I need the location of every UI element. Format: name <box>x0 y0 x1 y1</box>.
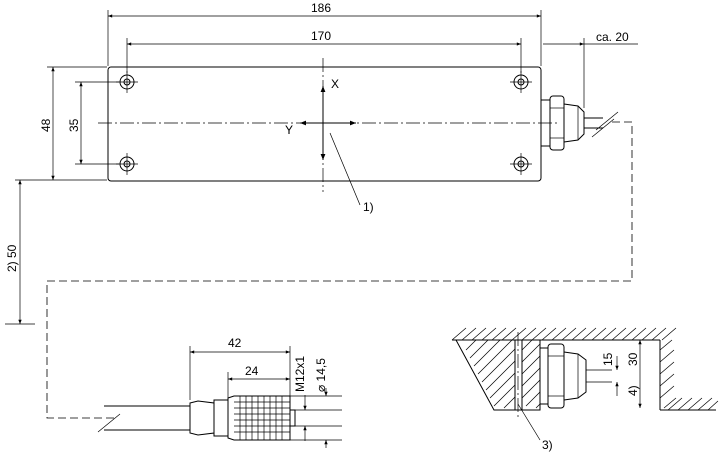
mounting-section-view: 15 30 4) 3) <box>451 327 719 452</box>
dim-170-label: 170 <box>311 29 331 43</box>
cable-path <box>46 121 633 419</box>
dim-ca20-label: ca. 20 <box>596 30 629 44</box>
dim-ca20: ca. 20 <box>543 30 638 108</box>
note1-leader <box>329 132 361 206</box>
mounting-hole-br <box>510 153 532 175</box>
cable-break <box>595 111 619 131</box>
mounting-hole-bl <box>116 153 138 175</box>
dim-48: 48 <box>15 66 107 181</box>
dim-cable-length: 2) 50 <box>5 180 35 325</box>
dim-24-label: 24 <box>245 364 259 378</box>
note3-leader <box>517 403 541 441</box>
thread-label: M12x1 <box>293 356 307 392</box>
dim-30-label: 30 <box>626 352 640 366</box>
mounting-hole-tr <box>510 71 532 93</box>
dim-170: 170 <box>126 29 522 73</box>
mounting-hole-tl <box>116 71 138 93</box>
mount-note-label: 4) <box>626 385 640 396</box>
dim-35-label: 35 <box>67 118 81 132</box>
y-axis-label: Y <box>285 123 293 137</box>
connector-view: 42 24 M12x1 ⌀ 14,5 <box>97 336 342 448</box>
note3-label: 3) <box>542 438 553 452</box>
dim-186: 186 <box>107 1 542 66</box>
note1-label: 1) <box>363 200 374 214</box>
connector-cable-break <box>97 413 121 433</box>
housing-outline <box>107 66 542 182</box>
dim-48-label: 48 <box>39 118 53 132</box>
connector-strain-relief <box>189 400 215 436</box>
dim-35: 35 <box>67 81 119 165</box>
housing-top-view: X Y 1) <box>98 58 560 214</box>
x-axis-label: X <box>331 77 339 91</box>
dim-186-label: 186 <box>311 1 331 15</box>
dim-cable-length-label: 2) 50 <box>5 244 19 272</box>
dim-42-label: 42 <box>228 336 242 350</box>
connector-knurled-nut <box>227 395 291 441</box>
cable-gland-top <box>540 95 619 151</box>
diameter-label: ⌀ 14,5 <box>314 358 328 392</box>
dim-15-label: 15 <box>601 352 615 366</box>
